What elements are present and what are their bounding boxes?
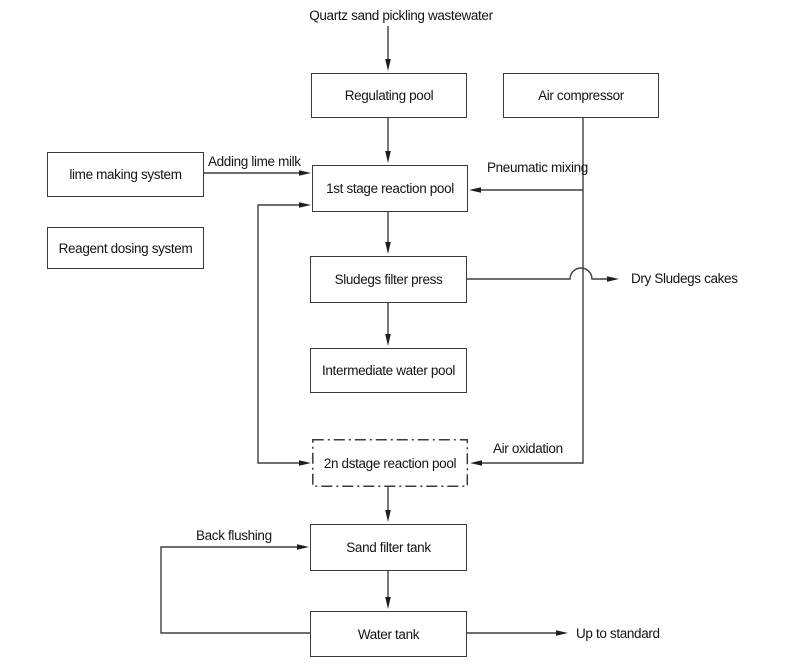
- node-air-compressor: Air compressor: [503, 73, 659, 118]
- node-water-tank: Water tank: [310, 611, 467, 657]
- edge-recirculation-loop: [257, 202, 311, 466]
- edge-backflush-loop: [160, 544, 310, 634]
- node-sludges-filter-press: Sludegs filter press: [310, 256, 467, 303]
- dry-sludges-cakes-label: Dry Sludegs cakes: [631, 271, 738, 286]
- node-intermediate-water-pool: Intermediate water pool: [310, 348, 467, 393]
- stage2-dashdot-border: [312, 439, 469, 488]
- edge-watertank-to-standard: [467, 630, 568, 636]
- air-oxidation-label: Air oxidation: [493, 441, 563, 456]
- adding-lime-milk-label: Adding lime milk: [208, 154, 301, 169]
- edge-sandfilter-to-watertank: [385, 571, 391, 609]
- node-sand-filter-tank: Sand filter tank: [310, 524, 467, 571]
- back-flushing-label: Back flushing: [196, 528, 272, 543]
- edge-lime-to-stage1: [204, 170, 311, 176]
- node-2nd-stage-reaction-pool: 2n dstage reaction pool: [323, 455, 457, 471]
- source-stream-label: Quartz sand pickling wastewater: [309, 8, 493, 23]
- node-regulating-pool: Regulating pool: [311, 73, 467, 118]
- edge-source-to-regulating: [385, 26, 391, 71]
- edge-stage2-to-sandfilter: [385, 487, 391, 522]
- edge-stage1-to-sludges: [385, 212, 391, 254]
- node-1st-stage-reaction-pool: 1st stage reaction pool: [312, 165, 468, 212]
- edge-sludges-to-intermediate: [385, 303, 391, 346]
- edge-aircompressor-to-stage2: [470, 118, 584, 466]
- up-to-standard-label: Up to standard: [576, 626, 660, 641]
- node-lime-making-system: lime making system: [47, 152, 204, 197]
- node-reagent-dosing-system: Reagent dosing system: [47, 227, 204, 269]
- edge-aircompressor-to-stage1: [469, 187, 583, 193]
- edge-sludges-to-drycakes: [467, 267, 619, 282]
- pneumatic-mixing-label: Pneumatic mixing: [487, 160, 588, 175]
- edge-regulating-to-stage1: [385, 118, 391, 163]
